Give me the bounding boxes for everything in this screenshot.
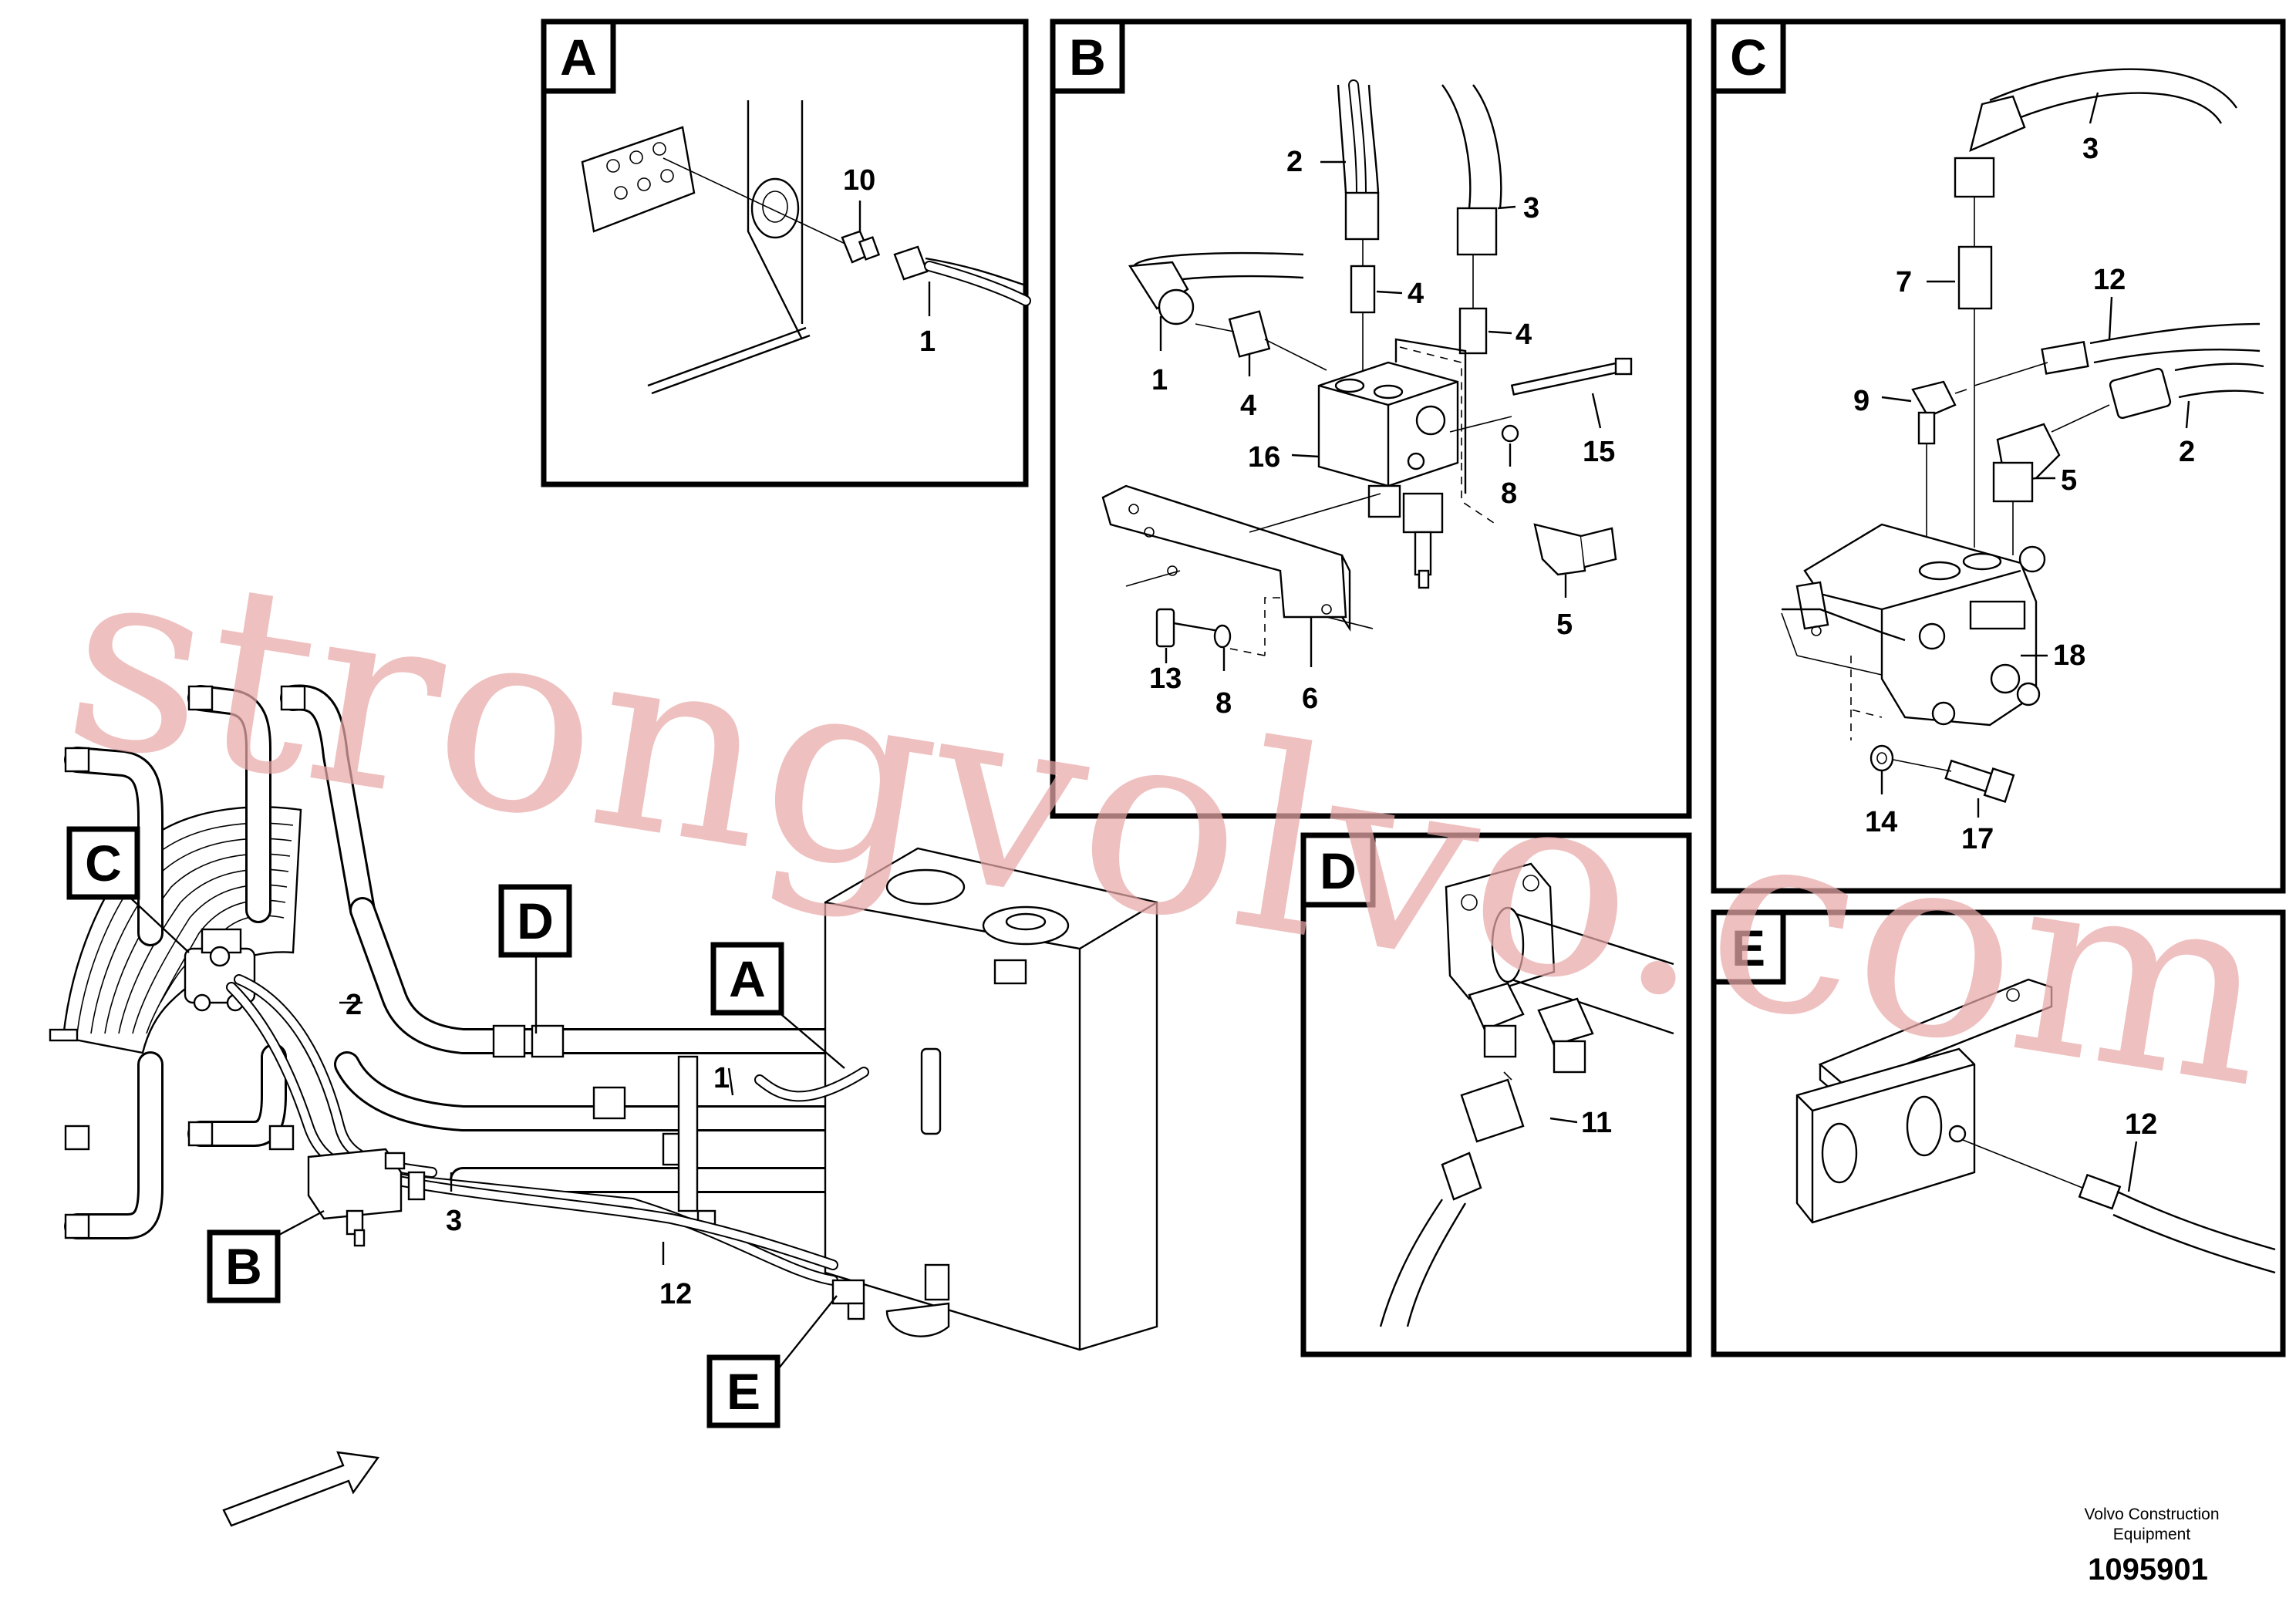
view-b-callout-4a: 4: [1408, 278, 1424, 310]
footer-company-line2: Equipment: [2113, 1526, 2191, 1543]
view-c-callout-7: 7: [1896, 266, 1912, 298]
view-c-callout-9: 9: [1853, 385, 1870, 417]
view-b-callout-6: 6: [1302, 683, 1318, 715]
overview-valve-block: [307, 1148, 426, 1247]
overview-marker-a: A: [729, 950, 766, 1007]
view-b-callout-15: 15: [1583, 436, 1615, 468]
footer-company-line1: Volvo Construction: [2084, 1506, 2219, 1523]
view-b-callout-4b: 4: [1515, 319, 1532, 351]
detail-view-e: E 12: [1711, 909, 2286, 1357]
cooler-tubes: [64, 684, 838, 1239]
view-b-callout-13: 13: [1149, 663, 1182, 695]
view-c-letter: C: [1730, 29, 1767, 86]
overview-callout-12: 12: [659, 1278, 692, 1310]
forward-direction-arrow: [222, 1451, 380, 1527]
view-b-callout-2: 2: [1286, 146, 1303, 178]
view-c-callout-3: 3: [2082, 133, 2099, 165]
view-b-callout-1: 1: [1151, 364, 1168, 396]
overview-callout-3: 3: [446, 1205, 462, 1237]
view-c-callout-12: 12: [2093, 264, 2126, 296]
view-d-letter: D: [1320, 842, 1357, 899]
detail-view-a: A 10 1: [541, 19, 1031, 487]
view-a-callout-10: 10: [843, 164, 875, 197]
view-b-callout-8a: 8: [1501, 477, 1517, 510]
pipe-couplings: [492, 1024, 716, 1229]
view-c-callout-14: 14: [1865, 806, 1897, 838]
view-a-letter: A: [560, 29, 597, 86]
view-a-callout-1: 1: [919, 325, 936, 358]
view-b-letter: B: [1069, 29, 1106, 86]
overview-assembly: [49, 684, 1158, 1527]
view-c-callout-2: 2: [2179, 436, 2195, 468]
fan-shroud: [49, 806, 302, 1054]
view-b-callout-16: 16: [1248, 441, 1280, 474]
overview-marker-c: C: [85, 835, 122, 892]
detail-view-c: C: [1711, 19, 2286, 894]
view-b-callout-8b: 8: [1215, 687, 1232, 720]
view-b-callout-3: 3: [1523, 192, 1539, 224]
view-e-letter: E: [1731, 919, 1765, 976]
detail-view-d: D 11: [1300, 832, 1692, 1357]
view-c-callout-18: 18: [2053, 639, 2085, 672]
overview-marker-d: D: [517, 892, 554, 949]
view-c-callout-17: 17: [1961, 823, 1994, 855]
detail-view-b: B: [1050, 19, 1692, 819]
hydraulic-tank: [824, 847, 1158, 1351]
footer: Volvo Construction Equipment 1095901: [2084, 1506, 2219, 1587]
view-b-callout-4c: 4: [1240, 389, 1256, 422]
view-c-callout-5: 5: [2061, 464, 2077, 497]
overview-callouts: 2 1 3 12: [346, 989, 730, 1310]
view-e-callout-12: 12: [2125, 1108, 2157, 1141]
overview-callout-2: 2: [346, 989, 362, 1021]
overview-marker-b: B: [225, 1238, 262, 1295]
overview-callout-1: 1: [713, 1062, 730, 1094]
view-b-callout-5: 5: [1556, 609, 1573, 641]
overview-view-markers: C D A B E: [66, 826, 784, 1428]
overview-marker-e: E: [727, 1363, 760, 1420]
footer-document-number: 1095901: [2088, 1553, 2208, 1587]
view-d-callout-11: 11: [1581, 1107, 1612, 1139]
